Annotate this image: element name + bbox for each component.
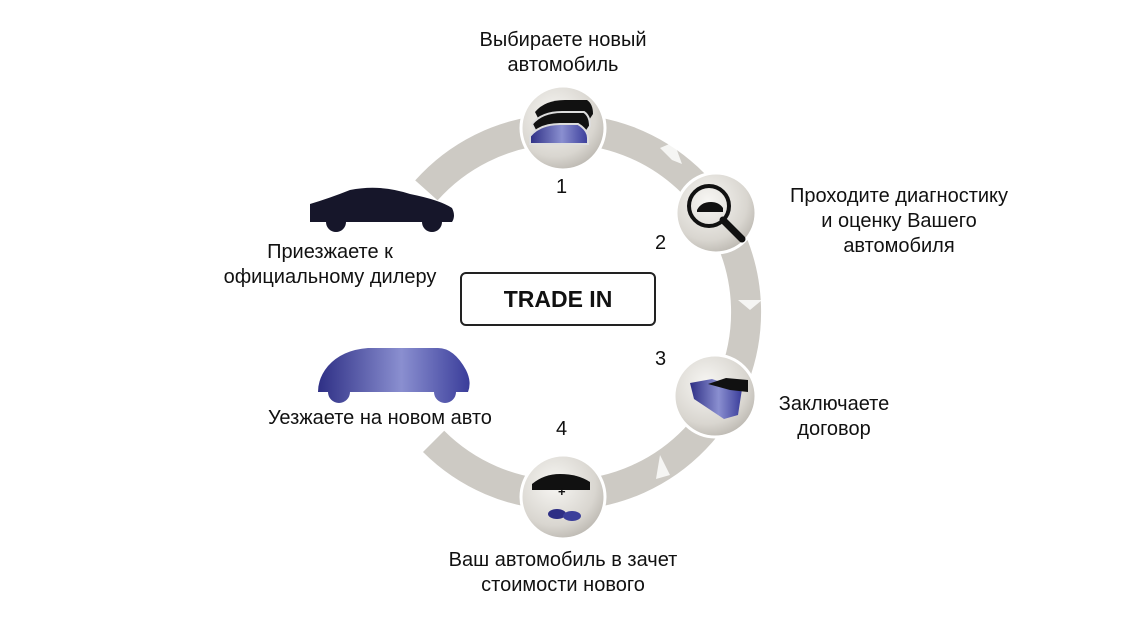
finish-label: Уезжаете на новом авто bbox=[268, 407, 492, 429]
step3-label-line2: договор bbox=[797, 418, 871, 440]
start-label: Приезжаете к официальному дилеру bbox=[190, 240, 470, 290]
step4-label: Ваш автомобиль в зачет стоимости нового bbox=[413, 548, 713, 598]
plus-sign: + bbox=[558, 484, 566, 499]
arriving-car-icon bbox=[310, 187, 454, 232]
step1-label-line2: автомобиль bbox=[507, 54, 619, 76]
step1-label-line1: Выбираете новый bbox=[479, 29, 647, 51]
step4-car-coins-icon bbox=[519, 453, 607, 541]
step4-label-line2: стоимости нового bbox=[481, 574, 645, 596]
start-label-line2: официальному дилеру bbox=[223, 266, 437, 288]
step1-number: 1 bbox=[556, 176, 568, 198]
arrow-chevrons bbox=[656, 142, 762, 479]
step2-label: Проходите диагностику и оценку Вашего ав… bbox=[764, 184, 1034, 259]
start-label-line1: Приезжаете к bbox=[267, 241, 393, 263]
step3-label: Заключаете договор bbox=[764, 392, 904, 442]
step2-label-line3: автомобиля bbox=[843, 235, 955, 257]
step2-label-line1: Проходите диагностику bbox=[789, 185, 1009, 207]
step2-label-line2: и оценку Вашего bbox=[821, 210, 977, 232]
step4-number: 4 bbox=[556, 418, 568, 440]
step2-number: 2 bbox=[655, 232, 667, 254]
step1-cars-icon bbox=[519, 84, 607, 172]
trade-in-title: TRADE IN bbox=[460, 272, 656, 326]
step3-number: 3 bbox=[655, 348, 667, 370]
new-car-icon bbox=[318, 348, 470, 403]
step3-handshake-icon bbox=[672, 353, 758, 439]
step1-label: Выбираете новый автомобиль bbox=[463, 28, 663, 78]
step2-magnifier-car-icon bbox=[674, 171, 758, 255]
step3-label-line1: Заключаете bbox=[778, 393, 890, 415]
step4-label-line1: Ваш автомобиль в зачет bbox=[448, 549, 678, 571]
